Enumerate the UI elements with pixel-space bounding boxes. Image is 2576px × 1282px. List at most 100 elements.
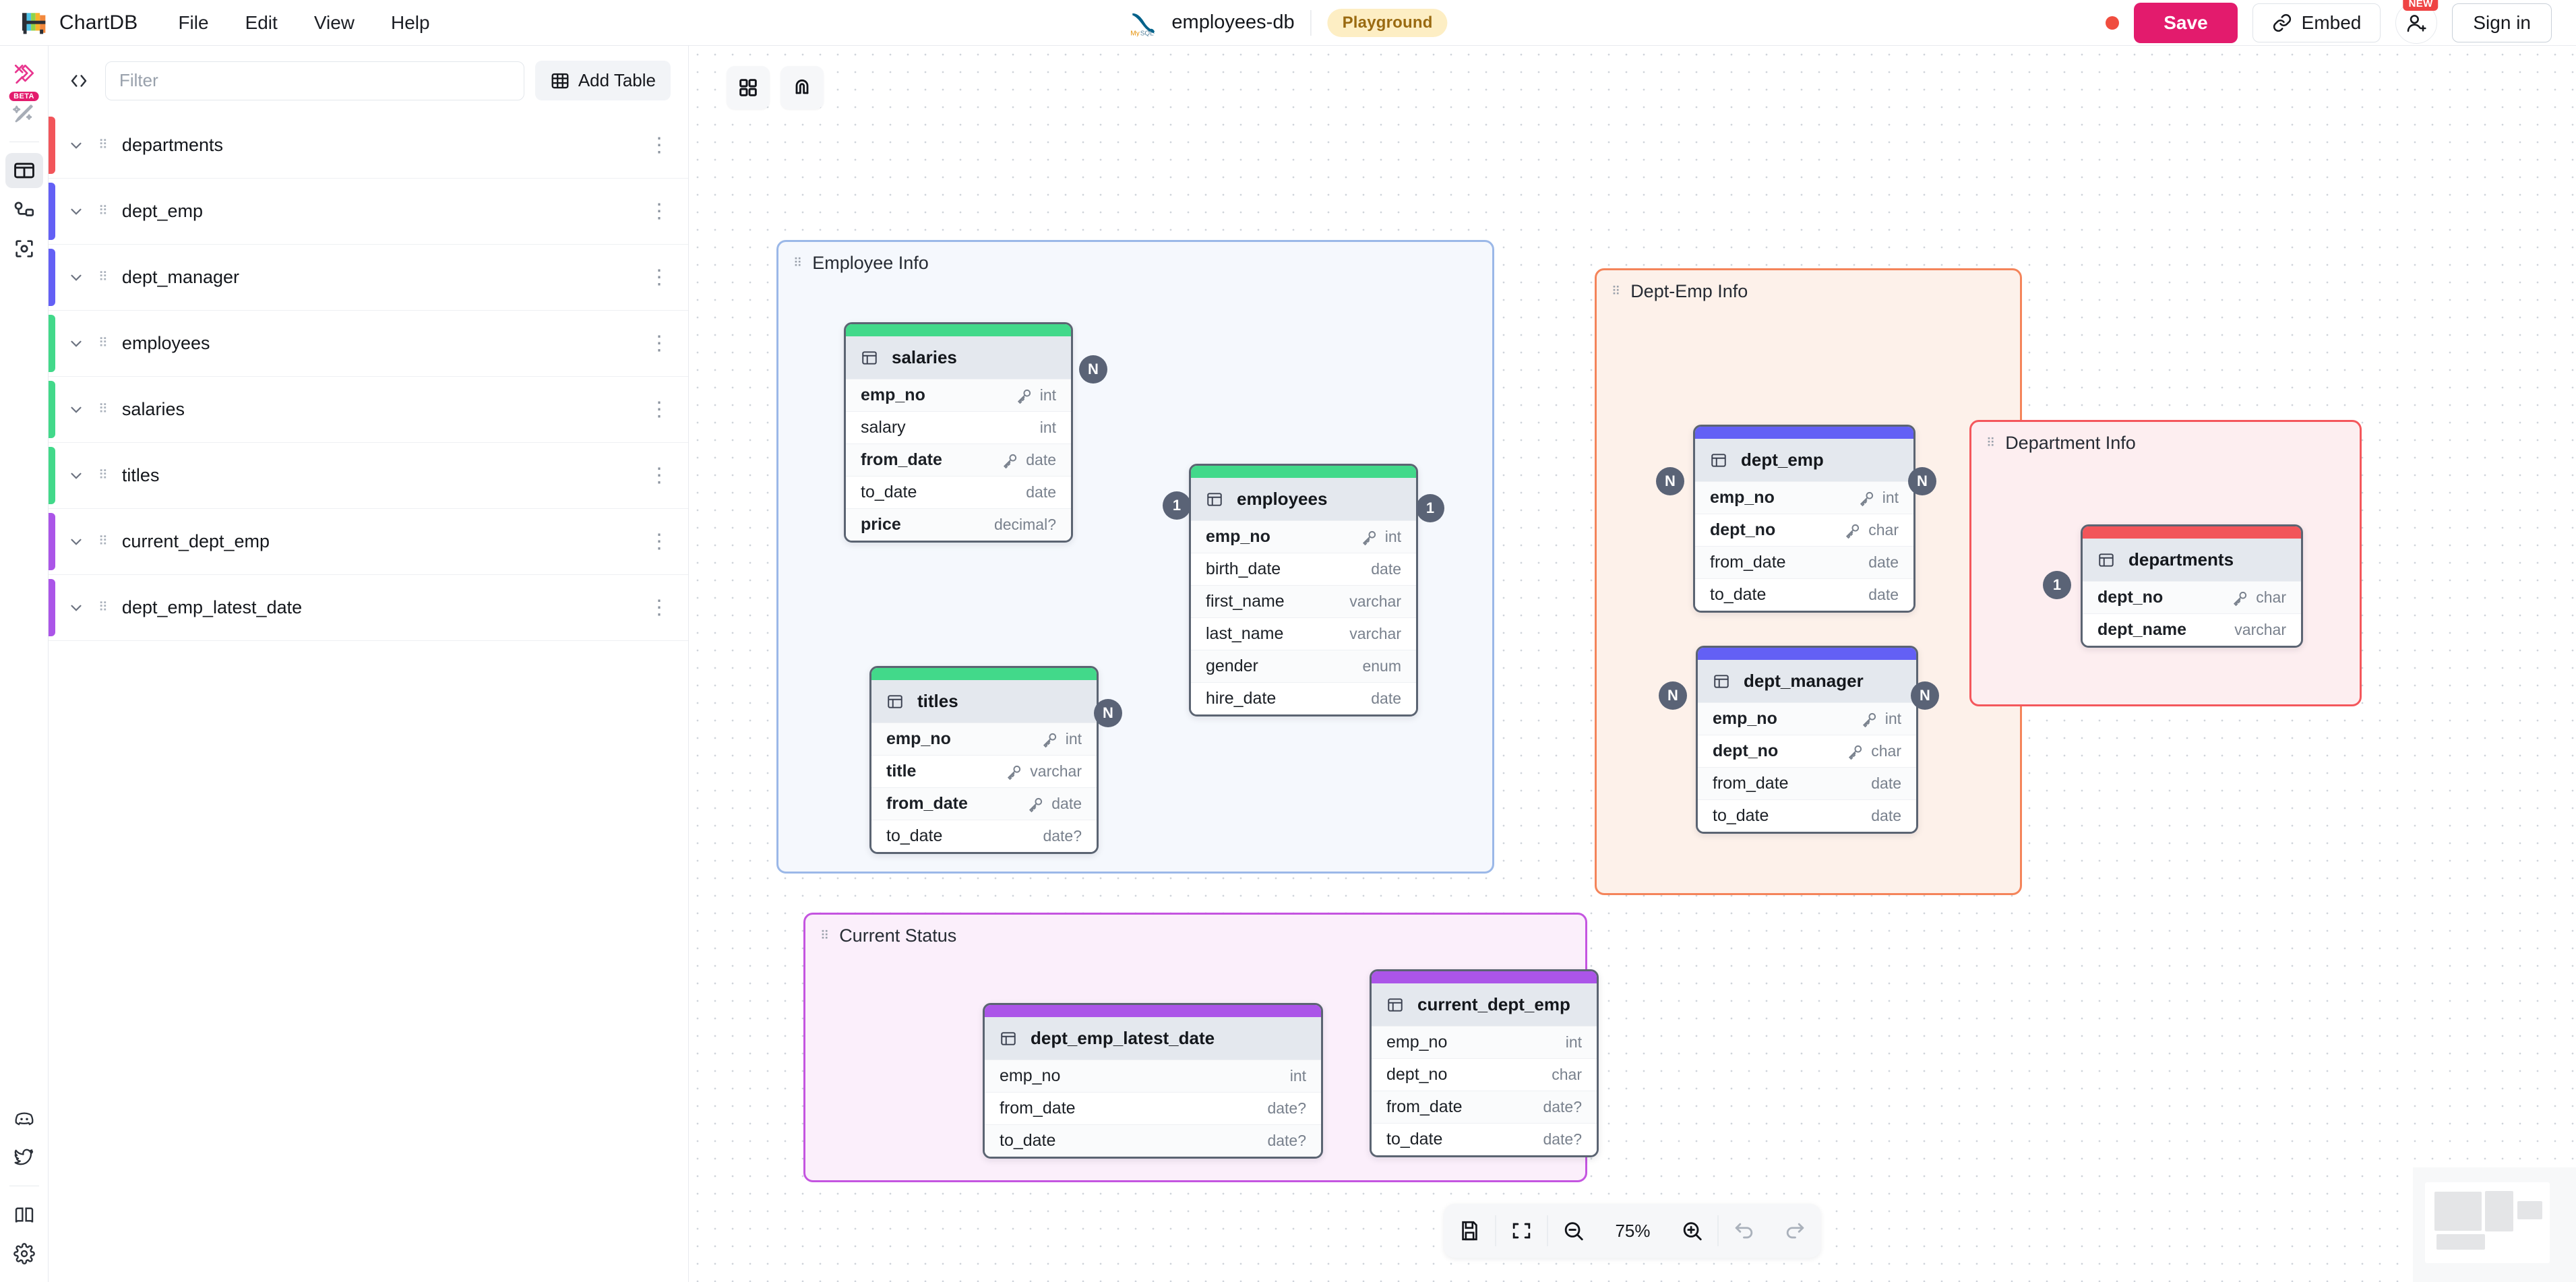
zoom-out-button[interactable] bbox=[1548, 1204, 1599, 1258]
row-options-button[interactable]: ⋮ bbox=[649, 332, 669, 355]
table-field-row[interactable]: dept_no char bbox=[1695, 514, 1913, 546]
table-field-row[interactable]: last_name varchar bbox=[1191, 617, 1416, 650]
table-field-row[interactable]: to_date date? bbox=[871, 820, 1097, 852]
list-item[interactable]: ⠿ current_dept_emp ⋮ bbox=[49, 509, 688, 575]
minimap[interactable] bbox=[2413, 1167, 2576, 1282]
table-node[interactable]: employees emp_no int birth_date date fir… bbox=[1189, 464, 1418, 716]
drag-handle-icon[interactable]: ⠿ bbox=[820, 929, 830, 943]
table-field-row[interactable]: dept_no char bbox=[1698, 735, 1916, 767]
list-item[interactable]: ⠿ employees ⋮ bbox=[49, 311, 688, 377]
list-item[interactable]: ⠿ salaries ⋮ bbox=[49, 377, 688, 443]
drag-handle-icon[interactable]: ⠿ bbox=[793, 256, 803, 270]
sidebar-item-tables[interactable] bbox=[5, 153, 43, 188]
table-field-row[interactable]: to_date date? bbox=[1372, 1123, 1597, 1155]
table-field-row[interactable]: dept_name varchar bbox=[2083, 613, 2301, 646]
fit-to-screen-button[interactable] bbox=[1496, 1204, 1547, 1258]
collapse-sidebar-button[interactable] bbox=[63, 65, 94, 96]
table-field-row[interactable]: from_date date? bbox=[1372, 1091, 1597, 1123]
sidebar-item-dependencies[interactable] bbox=[5, 231, 43, 266]
row-options-button[interactable]: ⋮ bbox=[649, 133, 669, 156]
menu-view[interactable]: View bbox=[313, 11, 355, 33]
table-field-row[interactable]: emp_no int bbox=[985, 1060, 1321, 1092]
menu-file[interactable]: File bbox=[178, 11, 209, 33]
menu-help[interactable]: Help bbox=[391, 11, 430, 33]
layout-grid-button[interactable] bbox=[727, 66, 770, 109]
list-item[interactable]: ⠿ dept_manager ⋮ bbox=[49, 245, 688, 311]
table-node[interactable]: current_dept_emp emp_no int dept_no char… bbox=[1370, 969, 1599, 1157]
save-button[interactable]: Save bbox=[2134, 2, 2238, 43]
row-options-button[interactable]: ⋮ bbox=[649, 398, 669, 421]
drag-handle-icon[interactable]: ⠿ bbox=[98, 270, 109, 284]
table-node[interactable]: departments dept_no char dept_name varch… bbox=[2081, 524, 2303, 648]
drag-handle-icon[interactable]: ⠿ bbox=[98, 204, 109, 218]
table-node[interactable]: titles emp_no int title varchar from_dat… bbox=[869, 666, 1099, 854]
table-field-row[interactable]: from_date date bbox=[871, 787, 1097, 820]
table-field-row[interactable]: gender enum bbox=[1191, 650, 1416, 682]
table-field-row[interactable]: emp_no int bbox=[1698, 702, 1916, 735]
table-node-header[interactable]: dept_manager bbox=[1698, 660, 1916, 702]
table-field-row[interactable]: to_date date bbox=[1695, 578, 1913, 611]
drag-handle-icon[interactable]: ⠿ bbox=[1612, 284, 1622, 299]
table-field-row[interactable]: from_date date bbox=[846, 444, 1071, 476]
table-field-row[interactable]: from_date date bbox=[1698, 767, 1916, 799]
table-field-row[interactable]: to_date date bbox=[846, 476, 1071, 508]
table-field-row[interactable]: dept_no char bbox=[1372, 1058, 1597, 1091]
sidebar-item-diagram-editor[interactable] bbox=[5, 57, 43, 92]
list-item[interactable]: ⠿ titles ⋮ bbox=[49, 443, 688, 509]
table-field-row[interactable]: title varchar bbox=[871, 755, 1097, 787]
snap-magnet-button[interactable] bbox=[780, 66, 824, 109]
sidebar-item-ai-assistant[interactable]: BETA bbox=[5, 92, 43, 131]
sign-in-button[interactable]: Sign in bbox=[2452, 3, 2552, 42]
discord-link[interactable] bbox=[5, 1101, 43, 1136]
table-field-row[interactable]: dept_no char bbox=[2083, 581, 2301, 613]
drag-handle-icon[interactable]: ⠿ bbox=[98, 402, 109, 417]
row-options-button[interactable]: ⋮ bbox=[649, 530, 669, 553]
redo-button[interactable] bbox=[1770, 1204, 1821, 1258]
drag-handle-icon[interactable]: ⠿ bbox=[98, 600, 109, 615]
list-item[interactable]: ⠿ departments ⋮ bbox=[49, 113, 688, 179]
menu-edit[interactable]: Edit bbox=[245, 11, 278, 33]
zoom-in-button[interactable] bbox=[1667, 1204, 1718, 1258]
table-node-header[interactable]: dept_emp bbox=[1695, 439, 1913, 481]
table-field-row[interactable]: from_date date bbox=[1695, 546, 1913, 578]
undo-button[interactable] bbox=[1719, 1204, 1770, 1258]
row-options-button[interactable]: ⋮ bbox=[649, 596, 669, 619]
table-field-row[interactable]: emp_no int bbox=[846, 379, 1071, 411]
table-node[interactable]: dept_emp emp_no int dept_no char from_da… bbox=[1693, 425, 1915, 613]
save-diagram-button[interactable] bbox=[1444, 1204, 1496, 1258]
table-field-row[interactable]: hire_date date bbox=[1191, 682, 1416, 714]
database-name[interactable]: employees-db bbox=[1171, 11, 1295, 33]
drag-handle-icon[interactable]: ⠿ bbox=[98, 336, 109, 350]
table-field-row[interactable]: to_date date? bbox=[985, 1124, 1321, 1157]
row-options-button[interactable]: ⋮ bbox=[649, 200, 669, 222]
table-field-row[interactable]: emp_no int bbox=[871, 723, 1097, 755]
table-node-header[interactable]: current_dept_emp bbox=[1372, 983, 1597, 1026]
table-node[interactable]: dept_emp_latest_date emp_no int from_dat… bbox=[983, 1003, 1323, 1159]
table-node-header[interactable]: departments bbox=[2083, 539, 2301, 581]
settings-button[interactable] bbox=[5, 1236, 43, 1271]
table-node-header[interactable]: dept_emp_latest_date bbox=[985, 1017, 1321, 1060]
filter-input[interactable] bbox=[105, 61, 524, 100]
table-field-row[interactable]: salary int bbox=[846, 411, 1071, 444]
table-field-row[interactable]: birth_date date bbox=[1191, 553, 1416, 585]
drag-handle-icon[interactable]: ⠿ bbox=[98, 468, 109, 483]
table-node-header[interactable]: titles bbox=[871, 680, 1097, 723]
add-table-button[interactable]: Add Table bbox=[534, 61, 671, 100]
zoom-level-label[interactable]: 75% bbox=[1615, 1220, 1651, 1241]
table-node-header[interactable]: salaries bbox=[846, 336, 1071, 379]
drag-handle-icon[interactable]: ⠿ bbox=[1986, 436, 1996, 450]
diagram-canvas[interactable]: ⠿ Employee Info ⠿ Dept-Emp Info ⠿ Depart… bbox=[689, 46, 2576, 1282]
docs-link[interactable] bbox=[5, 1197, 43, 1232]
row-options-button[interactable]: ⋮ bbox=[649, 464, 669, 487]
table-field-row[interactable]: from_date date? bbox=[985, 1092, 1321, 1124]
embed-button[interactable]: Embed bbox=[2252, 3, 2381, 42]
table-field-row[interactable]: emp_no int bbox=[1372, 1026, 1597, 1058]
drag-handle-icon[interactable]: ⠿ bbox=[98, 534, 109, 549]
table-node[interactable]: salaries emp_no int salary int from_date… bbox=[844, 322, 1073, 543]
list-item[interactable]: ⠿ dept_emp ⋮ bbox=[49, 179, 688, 245]
list-item[interactable]: ⠿ dept_emp_latest_date ⋮ bbox=[49, 575, 688, 641]
table-field-row[interactable]: first_name varchar bbox=[1191, 585, 1416, 617]
table-field-row[interactable]: emp_no int bbox=[1191, 520, 1416, 553]
table-node-header[interactable]: employees bbox=[1191, 478, 1416, 520]
drag-handle-icon[interactable]: ⠿ bbox=[98, 138, 109, 152]
